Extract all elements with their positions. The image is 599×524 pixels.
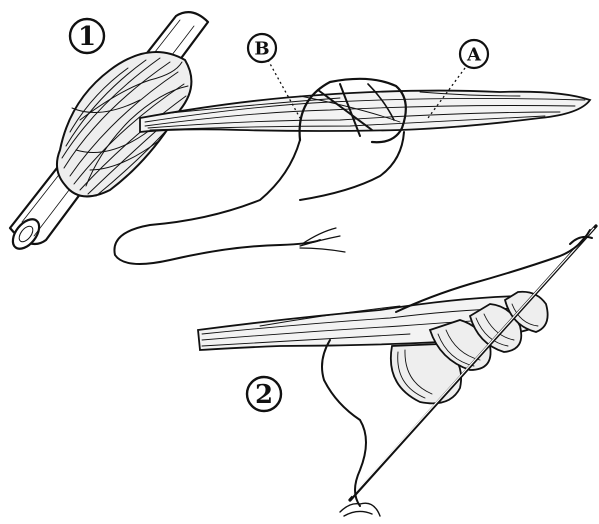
frayed-end bbox=[300, 228, 345, 252]
svg-text:A: A bbox=[466, 45, 482, 66]
point-a-label: A bbox=[460, 40, 488, 68]
figure-2 bbox=[198, 226, 596, 516]
figure-2-label: 2 bbox=[247, 377, 281, 411]
needle-thread bbox=[322, 340, 366, 506]
hanging-thread-right bbox=[300, 132, 404, 200]
svg-text:2: 2 bbox=[255, 380, 273, 410]
svg-text:B: B bbox=[254, 39, 269, 60]
point-b-label: B bbox=[248, 34, 276, 62]
svg-text:1: 1 bbox=[78, 22, 96, 52]
knitting-needle bbox=[350, 226, 596, 500]
figure-1-label: 1 bbox=[70, 19, 104, 53]
